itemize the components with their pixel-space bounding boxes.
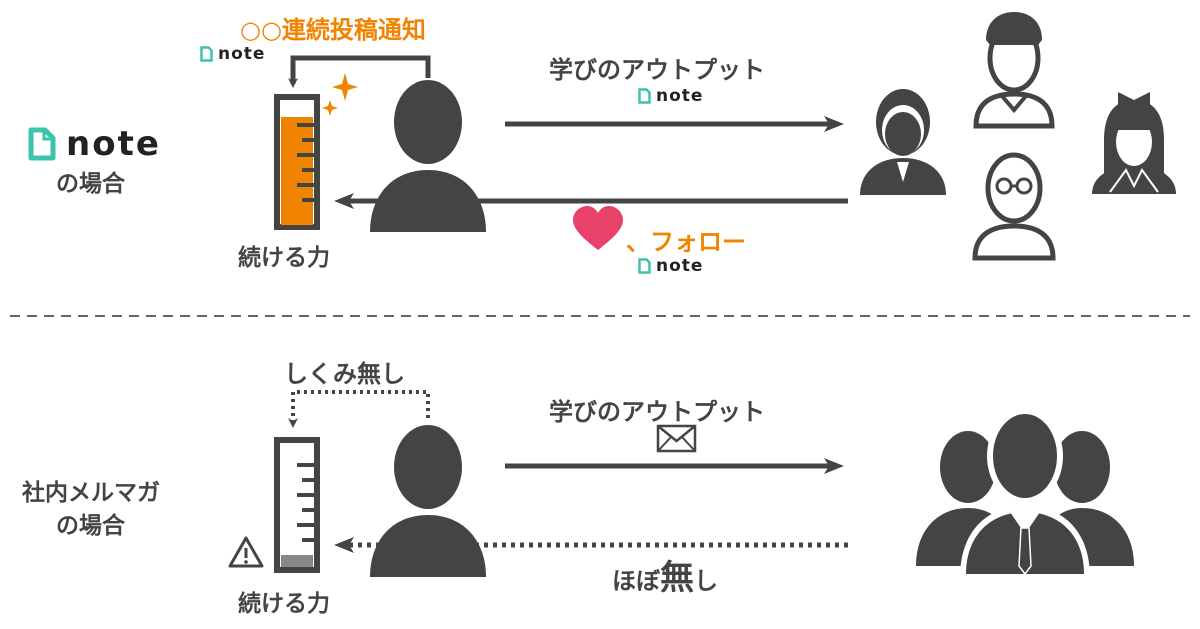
top-arrow-back-label: 、フォロー (626, 228, 746, 256)
bottom-arrow-back-label: ほぼ 無 し (612, 560, 718, 596)
note-small-icon (638, 88, 651, 104)
bottom-case-label-1: 社内メルマガ (22, 480, 160, 506)
notify-loop-arrow (288, 55, 431, 88)
top-gauge (274, 94, 320, 230)
bottom-gauge (274, 437, 320, 573)
bottom-case-label-2: の場合 (56, 513, 125, 539)
writer-person-icon (370, 80, 486, 232)
envelope-icon (656, 424, 697, 453)
note-logo-text: note (66, 124, 161, 164)
bottom-loop-arrow (288, 390, 430, 428)
woman-reader-icon (860, 89, 946, 195)
top-arrow-out-brand: note (638, 86, 703, 106)
note-small-icon (200, 46, 213, 62)
top-arrow-back-brand-text: note (656, 256, 704, 276)
note-logo-icon (28, 127, 56, 161)
man-reader-icon (973, 12, 1055, 129)
writer-person-icon-bottom (370, 425, 486, 577)
top-gauge-label: 続ける力 (238, 245, 330, 271)
top-case-label: の場合 (56, 171, 125, 197)
note-small-icon (638, 258, 651, 274)
note-logo: note (28, 124, 161, 164)
top-arrow-out-label: 学びのアウトプット (549, 56, 765, 84)
heart-icon (573, 206, 623, 250)
top-arrow-out-brand-text: note (656, 86, 704, 106)
bottom-gauge-label: 続ける力 (238, 591, 330, 617)
bald-reader-glasses-icon (972, 152, 1056, 261)
employee-group-icon (916, 408, 1134, 578)
notify-label: ○○連続投稿通知 (240, 16, 426, 44)
bottom-arrow-back-big: 無 (660, 558, 694, 598)
sparkle-icon (322, 73, 358, 116)
notify-brand-text: note (218, 44, 266, 64)
notify-brand: note (200, 44, 265, 64)
top-arrow-back-brand: note (638, 256, 703, 276)
girl-reader-icon (1092, 92, 1176, 194)
bottom-arrow-back-post: し (694, 567, 718, 595)
bottom-loop-label: しくみ無し (284, 360, 405, 388)
bottom-arrow-out-label: 学びのアウトプット (549, 398, 765, 426)
bottom-arrow-back-pre: ほぼ (612, 567, 660, 595)
warning-icon (228, 536, 264, 568)
